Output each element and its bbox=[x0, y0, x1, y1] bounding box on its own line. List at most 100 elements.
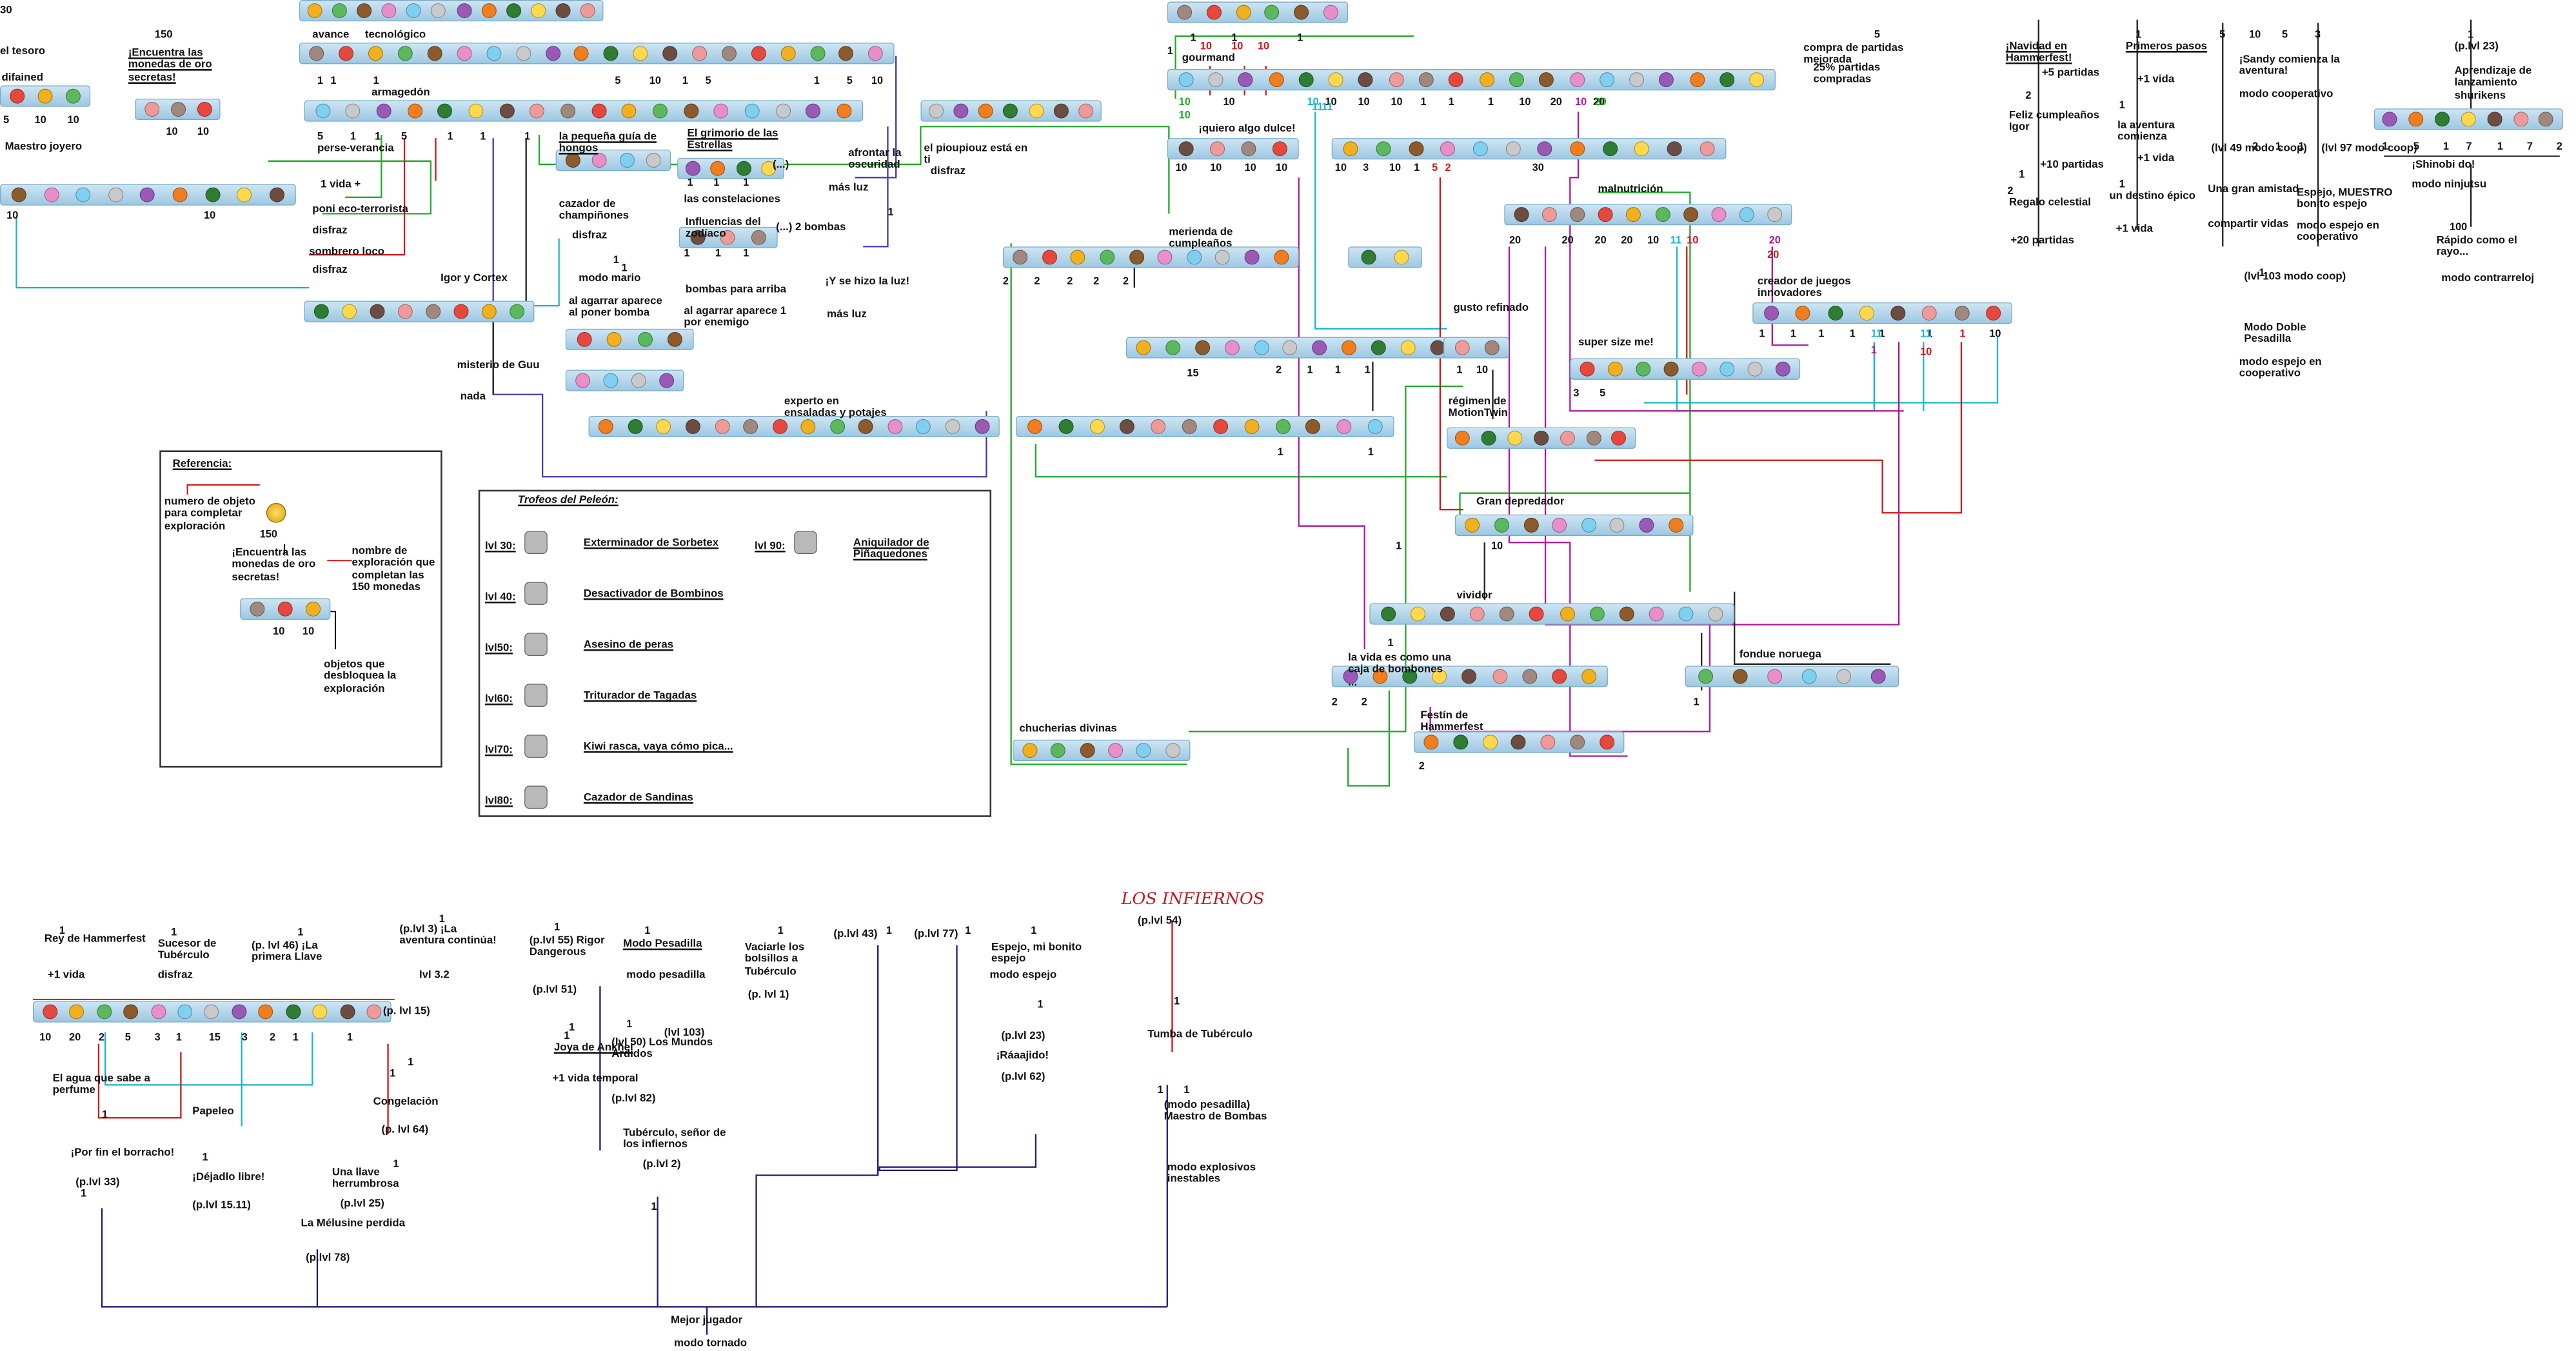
item-icon bbox=[744, 103, 760, 119]
item-count: 1 bbox=[965, 925, 971, 937]
item-icon bbox=[1985, 306, 2001, 321]
item-icon bbox=[735, 161, 751, 176]
item-count: 1 bbox=[2119, 179, 2125, 191]
item-count: 1 bbox=[175, 1032, 182, 1044]
node-label: disfraz bbox=[572, 230, 608, 242]
item-icon bbox=[339, 1004, 355, 1020]
item-icon bbox=[721, 46, 737, 61]
item-count: 10 bbox=[1389, 163, 1402, 175]
item-icon bbox=[1559, 606, 1574, 622]
node-label: sombrero loco bbox=[309, 246, 384, 259]
item-icon bbox=[1634, 141, 1650, 157]
item-strip bbox=[1454, 514, 1694, 536]
item-count: 10 bbox=[34, 115, 46, 127]
node-label: disfraz bbox=[157, 969, 193, 981]
item-icon bbox=[1264, 5, 1280, 20]
item-icon bbox=[1465, 517, 1480, 533]
item-count: 7 bbox=[2526, 141, 2533, 153]
item-icon bbox=[1293, 5, 1309, 20]
item-icon bbox=[1400, 340, 1415, 355]
node-label: un destino épico bbox=[2109, 190, 2195, 202]
item-count: 10 bbox=[166, 126, 178, 139]
trophy-statue-icon bbox=[524, 735, 548, 758]
item-count: 20 bbox=[69, 1032, 81, 1044]
item-count: 1 bbox=[292, 1032, 299, 1044]
item-count: 1 bbox=[373, 75, 379, 88]
item-icon bbox=[1089, 419, 1104, 434]
node-label: (p.lvl 3) ¡La aventura continúa! bbox=[399, 923, 497, 948]
item-icon bbox=[1243, 419, 1259, 434]
item-strip bbox=[299, 43, 895, 64]
node-label: +1 vida bbox=[2137, 153, 2175, 164]
item-count: 5 bbox=[317, 131, 324, 143]
item-count: 10 bbox=[1920, 346, 1932, 359]
node-label: vividor bbox=[1456, 590, 1492, 602]
item-icon bbox=[1372, 669, 1387, 684]
item-icon bbox=[2539, 112, 2554, 127]
node-label: Rey de Hammerfest bbox=[44, 933, 146, 945]
item-count: 10 bbox=[67, 115, 79, 127]
item-icon bbox=[1767, 669, 1783, 684]
item-icon bbox=[1238, 72, 1253, 88]
item-icon bbox=[659, 373, 675, 388]
item-icon bbox=[1639, 517, 1654, 533]
node-label: (p.lvl 82) bbox=[611, 1093, 656, 1105]
item-count: 10 bbox=[1223, 97, 1235, 109]
trophy-name: Exterminador de Sorbetex bbox=[583, 537, 719, 549]
item-count: 100 bbox=[2450, 222, 2468, 233]
item-icon bbox=[1080, 743, 1095, 758]
item-count: 1 bbox=[2382, 141, 2388, 153]
node-label: (p. lvl 1) bbox=[748, 989, 789, 1001]
item-icon bbox=[370, 304, 385, 319]
item-icon bbox=[1767, 207, 1782, 222]
item-count: 2 bbox=[98, 1032, 105, 1044]
item-icon bbox=[1418, 72, 1434, 88]
node-label: ¡Navidad en Hammerfest! bbox=[2005, 41, 2072, 65]
item-icon bbox=[953, 103, 969, 119]
item-count: 1 bbox=[59, 925, 65, 937]
node-label: Tumba de Tubérculo bbox=[1147, 1029, 1253, 1041]
item-icon bbox=[1013, 250, 1028, 265]
node-label: ¡Y se hizo la luz! bbox=[825, 276, 910, 288]
item-icon bbox=[1129, 250, 1144, 265]
item-count: 2 bbox=[1067, 276, 1073, 288]
item-icon bbox=[1402, 669, 1418, 684]
item-strip bbox=[1167, 69, 1776, 91]
node-label: Sucesor de Tubérculo bbox=[157, 938, 217, 963]
item-strip bbox=[304, 301, 535, 322]
item-icon bbox=[1424, 735, 1440, 750]
item-count: 1 bbox=[1037, 999, 1044, 1011]
item-count: 1 bbox=[1307, 364, 1313, 377]
item-icon bbox=[1178, 141, 1194, 157]
trophy-level: lvl 30: bbox=[484, 540, 516, 553]
item-icon bbox=[1158, 250, 1173, 265]
item-count: 1 bbox=[297, 927, 304, 939]
item-count: 1 bbox=[1184, 1085, 1190, 1097]
node-label: modo mario bbox=[579, 273, 641, 284]
legend-exploration-name: ¡Encuentra las monedas de oro secretas! bbox=[232, 547, 316, 584]
item-icon bbox=[313, 304, 329, 319]
item-icon bbox=[2435, 112, 2450, 127]
item-icon bbox=[1500, 606, 1515, 622]
item-icon bbox=[172, 187, 188, 202]
item-strip bbox=[920, 100, 1102, 122]
item-count: 15 bbox=[208, 1032, 221, 1044]
item-count: 1 bbox=[777, 925, 784, 937]
item-icon bbox=[1004, 103, 1019, 119]
item-icon bbox=[515, 46, 531, 61]
item-icon bbox=[1028, 103, 1044, 119]
node-label: bombas para arriba bbox=[685, 284, 786, 296]
item-count: 2 bbox=[1034, 276, 1040, 288]
item-icon bbox=[1343, 141, 1359, 157]
item-icon bbox=[366, 1004, 382, 1020]
item-icon bbox=[692, 46, 708, 61]
item-icon bbox=[397, 304, 413, 319]
node-label: Aprendizaje de lanzamiento shurikens bbox=[2454, 65, 2532, 102]
item-count: 1 bbox=[524, 131, 531, 143]
item-icon bbox=[1585, 430, 1601, 446]
item-icon bbox=[1627, 207, 1641, 222]
node-label: 1 bbox=[651, 1201, 657, 1214]
item-strip bbox=[1570, 358, 1801, 380]
trophy-level: lvl80: bbox=[484, 795, 513, 807]
node-label: (p.lvl 62) bbox=[1001, 1071, 1045, 1083]
